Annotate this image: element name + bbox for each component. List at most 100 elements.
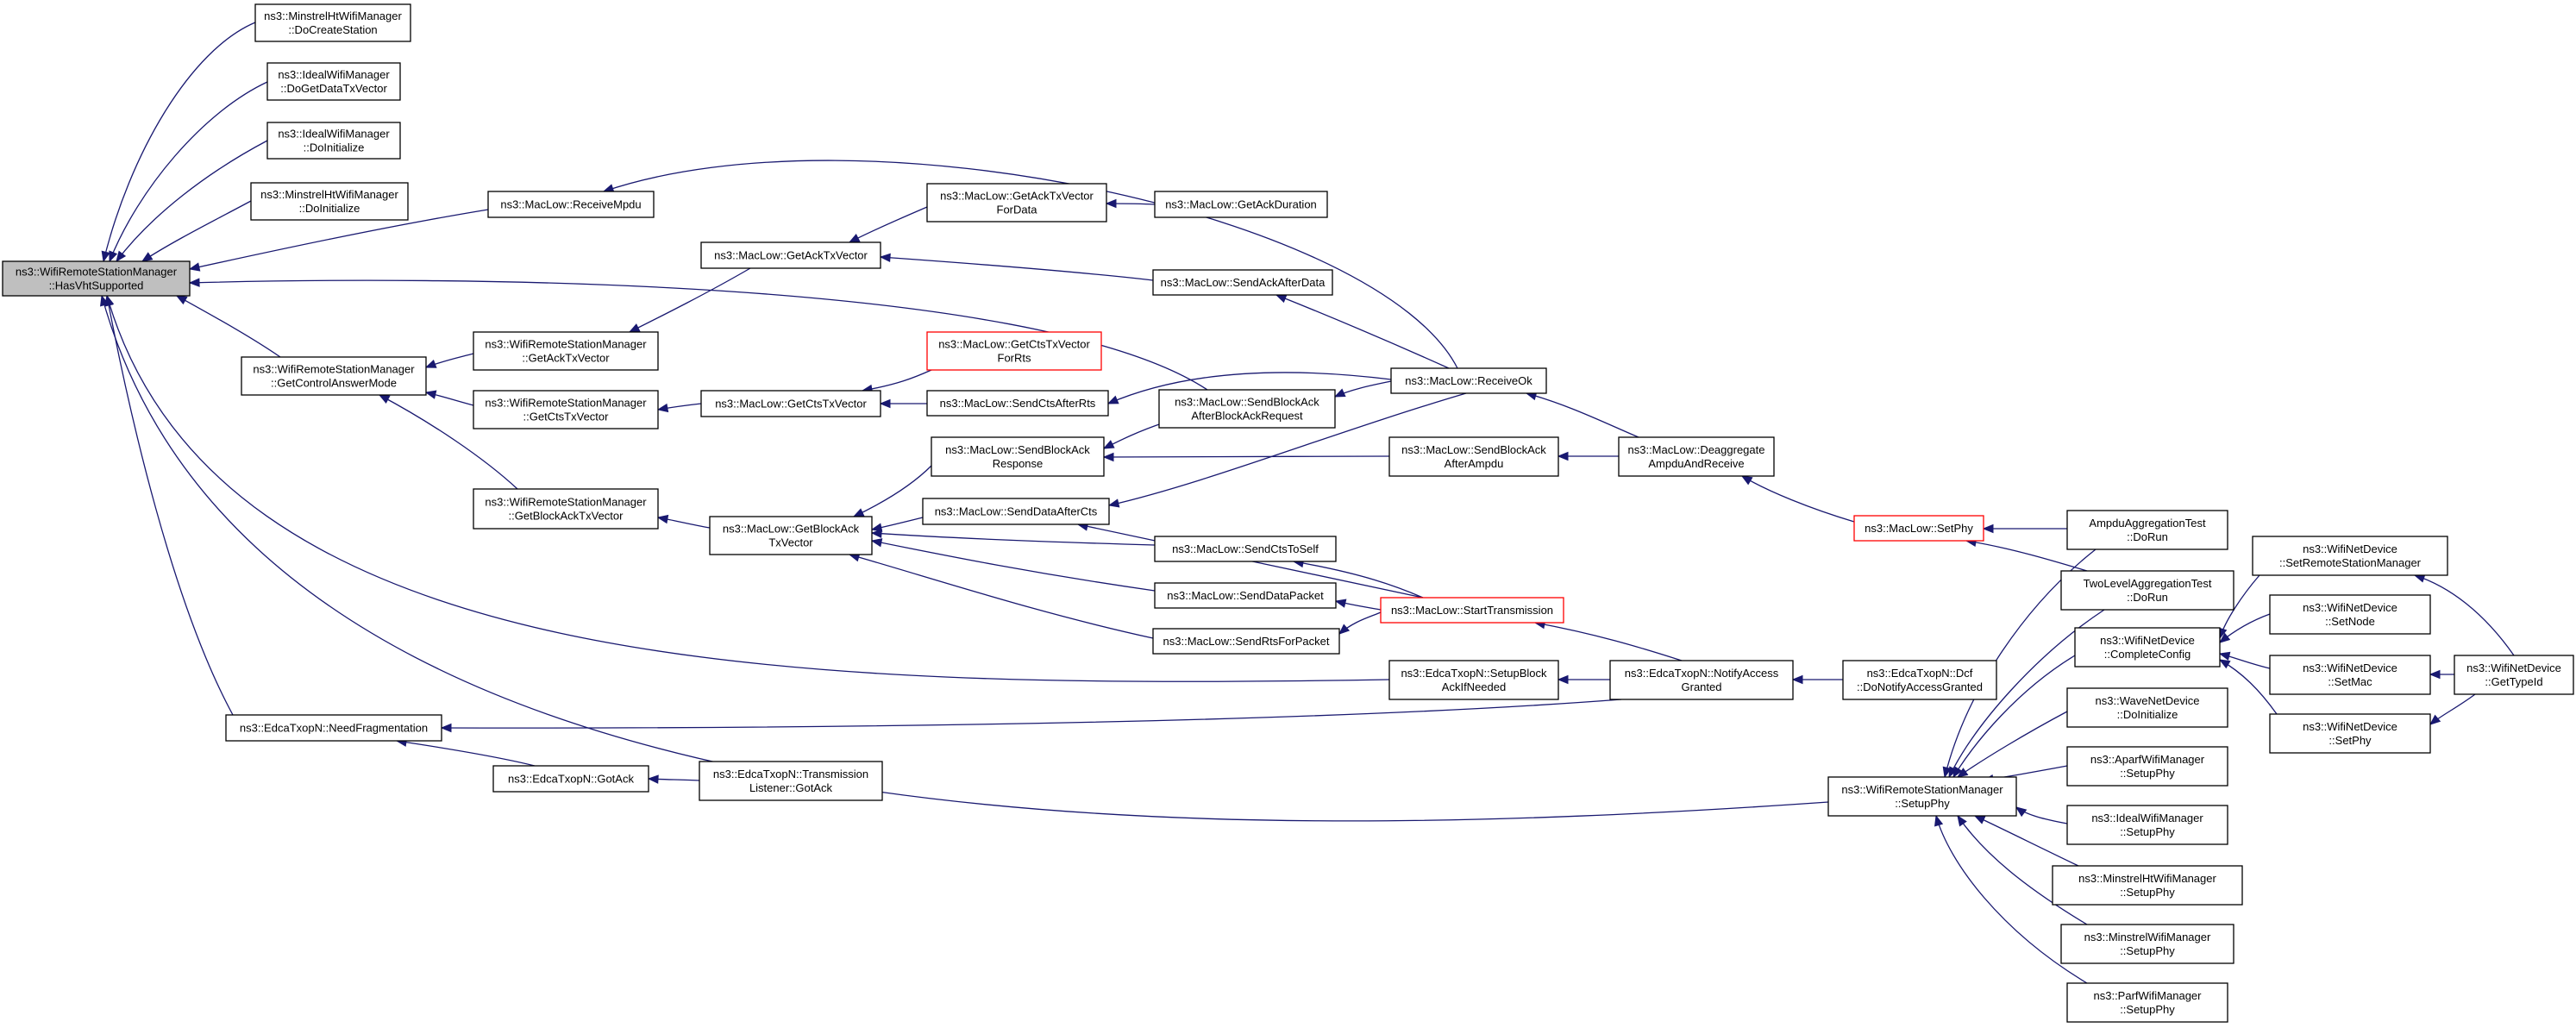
node-box[interactable] <box>473 488 659 530</box>
node-setremote[interactable]: ns3::WifiNetDevice::SetRemoteStationMana… <box>2252 536 2448 576</box>
node-box[interactable] <box>1388 436 1559 477</box>
node-box[interactable] <box>250 182 409 221</box>
node-hasvht[interactable]: ns3::WifiRemoteStationManager::HasVhtSup… <box>2 260 191 297</box>
node-wrsmcts[interactable]: ns3::WifiRemoteStationManager::GetCtsTxV… <box>473 390 659 429</box>
node-box[interactable] <box>2066 982 2228 1023</box>
node-mlcts[interactable]: ns3::MacLow::GetCtsTxVector <box>700 390 881 417</box>
node-recvmpdu[interactable]: ns3::MacLow::ReceiveMpdu <box>487 191 655 218</box>
node-box[interactable] <box>2269 655 2431 695</box>
node-box[interactable] <box>1154 582 1337 609</box>
node-box[interactable] <box>2454 655 2574 695</box>
node-starttx[interactable]: ns3::MacLow::StartTransmission <box>1380 597 1564 624</box>
node-box[interactable] <box>241 356 427 396</box>
node-getackdur[interactable]: ns3::MacLow::GetAckDuration <box>1154 191 1328 218</box>
node-box[interactable] <box>1388 660 1559 700</box>
node-completeconfig[interactable]: ns3::WifiNetDevice::CompleteConfig <box>2074 627 2221 668</box>
node-box[interactable] <box>2066 746 2228 787</box>
node-box[interactable] <box>254 3 411 42</box>
node-senddataaftercts[interactable]: ns3::MacLow::SendDataAfterCts <box>922 498 1110 525</box>
node-wrsmsetup[interactable]: ns3::WifiRemoteStationManager::SetupPhy <box>1827 776 2017 817</box>
node-box[interactable] <box>1827 776 2017 817</box>
node-senddatapacket[interactable]: ns3::MacLow::SendDataPacket <box>1154 582 1337 609</box>
node-box[interactable] <box>266 62 401 101</box>
node-box[interactable] <box>931 436 1105 477</box>
node-sendbaafterreq[interactable]: ns3::MacLow::SendBlockAckAfterBlockAckRe… <box>1158 389 1336 429</box>
node-sendrts[interactable]: ns3::MacLow::SendRtsForPacket <box>1152 628 1340 655</box>
node-idealtx[interactable]: ns3::IdealWifiManager::DoGetDataTxVector <box>266 62 401 101</box>
node-box[interactable] <box>709 516 873 555</box>
node-sendctsafter[interactable]: ns3::MacLow::SendCtsAfterRts <box>926 390 1109 417</box>
node-idealinit[interactable]: ns3::IdealWifiManager::DoInitialize <box>266 122 401 160</box>
node-box[interactable] <box>1609 660 1794 700</box>
node-box[interactable] <box>1158 389 1336 429</box>
node-mlack[interactable]: ns3::MacLow::GetAckTxVector <box>700 241 881 269</box>
node-box[interactable] <box>1853 515 1984 542</box>
node-setnode[interactable]: ns3::WifiNetDevice::SetNode <box>2269 594 2431 635</box>
node-dcfnotify[interactable]: ns3::EdcaTxopN::Dcf::DoNotifyAccessGrant… <box>1842 660 1997 700</box>
node-box[interactable] <box>2074 627 2221 668</box>
node-mlba[interactable]: ns3::MacLow::GetBlockAckTxVector <box>709 516 873 555</box>
node-minhtsetup[interactable]: ns3::MinstrelHtWifiManager::SetupPhy <box>2052 865 2243 906</box>
node-box[interactable] <box>2252 536 2448 576</box>
node-txlistener[interactable]: ns3::EdcaTxopN::TransmissionListener::Go… <box>699 761 883 801</box>
node-box[interactable] <box>1842 660 1997 700</box>
node-box[interactable] <box>926 331 1102 371</box>
node-box[interactable] <box>492 765 649 793</box>
node-aarf[interactable]: ns3::AparfWifiManager::SetupPhy <box>2066 746 2228 787</box>
node-wrsmba[interactable]: ns3::WifiRemoteStationManager::GetBlockA… <box>473 488 659 530</box>
node-needfrag[interactable]: ns3::EdcaTxopN::NeedFragmentation <box>225 714 442 742</box>
node-box[interactable] <box>2269 713 2431 754</box>
node-sendackafter[interactable]: ns3::MacLow::SendAckAfterData <box>1152 269 1333 296</box>
node-box[interactable] <box>1152 628 1340 655</box>
node-box[interactable] <box>1390 367 1547 394</box>
node-gotack[interactable]: ns3::EdcaTxopN::GotAck <box>492 765 649 793</box>
node-box[interactable] <box>1380 597 1564 624</box>
node-box[interactable] <box>699 761 883 801</box>
node-box[interactable] <box>473 390 659 429</box>
node-minsetup[interactable]: ns3::MinstrelWifiManager::SetupPhy <box>2060 924 2234 964</box>
node-box[interactable] <box>1152 269 1333 296</box>
node-parfsetup[interactable]: ns3::ParfWifiManager::SetupPhy <box>2066 982 2228 1023</box>
node-idealsetup[interactable]: ns3::IdealWifiManager::SetupPhy <box>2066 805 2228 845</box>
node-box[interactable] <box>1154 191 1328 218</box>
node-box[interactable] <box>1618 436 1775 477</box>
node-ndsetphy[interactable]: ns3::WifiNetDevice::SetPhy <box>2269 713 2431 754</box>
node-box[interactable] <box>2060 570 2234 611</box>
node-box[interactable] <box>487 191 655 218</box>
node-ampdutest[interactable]: AmpduAggregationTest::DoRun <box>2066 510 2228 550</box>
node-box[interactable] <box>2269 594 2431 635</box>
node-box[interactable] <box>2066 687 2228 728</box>
node-box[interactable] <box>2060 924 2234 964</box>
node-setphy[interactable]: ns3::MacLow::SetPhy <box>1853 515 1984 542</box>
node-box[interactable] <box>2 260 191 297</box>
node-box[interactable] <box>926 390 1109 417</box>
node-box[interactable] <box>225 714 442 742</box>
node-setmac[interactable]: ns3::WifiNetDevice::SetMac <box>2269 655 2431 695</box>
node-minhtcreate[interactable]: ns3::MinstrelHtWifiManager::DoCreateStat… <box>254 3 411 42</box>
node-notifyaccess[interactable]: ns3::EdcaTxopN::NotifyAccessGranted <box>1609 660 1794 700</box>
node-sendctstoself[interactable]: ns3::MacLow::SendCtsToSelf <box>1154 536 1337 562</box>
node-box[interactable] <box>1154 536 1337 562</box>
node-box[interactable] <box>266 122 401 160</box>
node-box[interactable] <box>2052 865 2243 906</box>
node-box[interactable] <box>700 390 881 417</box>
node-gettypeid[interactable]: ns3::WifiNetDevice::GetTypeId <box>2454 655 2574 695</box>
node-box[interactable] <box>2066 805 2228 845</box>
node-box[interactable] <box>700 241 881 269</box>
node-getctrl[interactable]: ns3::WifiRemoteStationManager::GetContro… <box>241 356 427 396</box>
node-wavedoinit[interactable]: ns3::WaveNetDevice::DoInitialize <box>2066 687 2228 728</box>
node-box[interactable] <box>2066 510 2228 550</box>
node-twoleveltest[interactable]: TwoLevelAggregationTest::DoRun <box>2060 570 2234 611</box>
node-box[interactable] <box>473 331 659 371</box>
node-minhtinit[interactable]: ns3::MinstrelHtWifiManager::DoInitialize <box>250 182 409 221</box>
node-wrsmack[interactable]: ns3::WifiRemoteStationManager::GetAckTxV… <box>473 331 659 371</box>
node-receiveok[interactable]: ns3::MacLow::ReceiveOk <box>1390 367 1547 394</box>
node-box[interactable] <box>922 498 1110 525</box>
node-box[interactable] <box>926 183 1107 223</box>
